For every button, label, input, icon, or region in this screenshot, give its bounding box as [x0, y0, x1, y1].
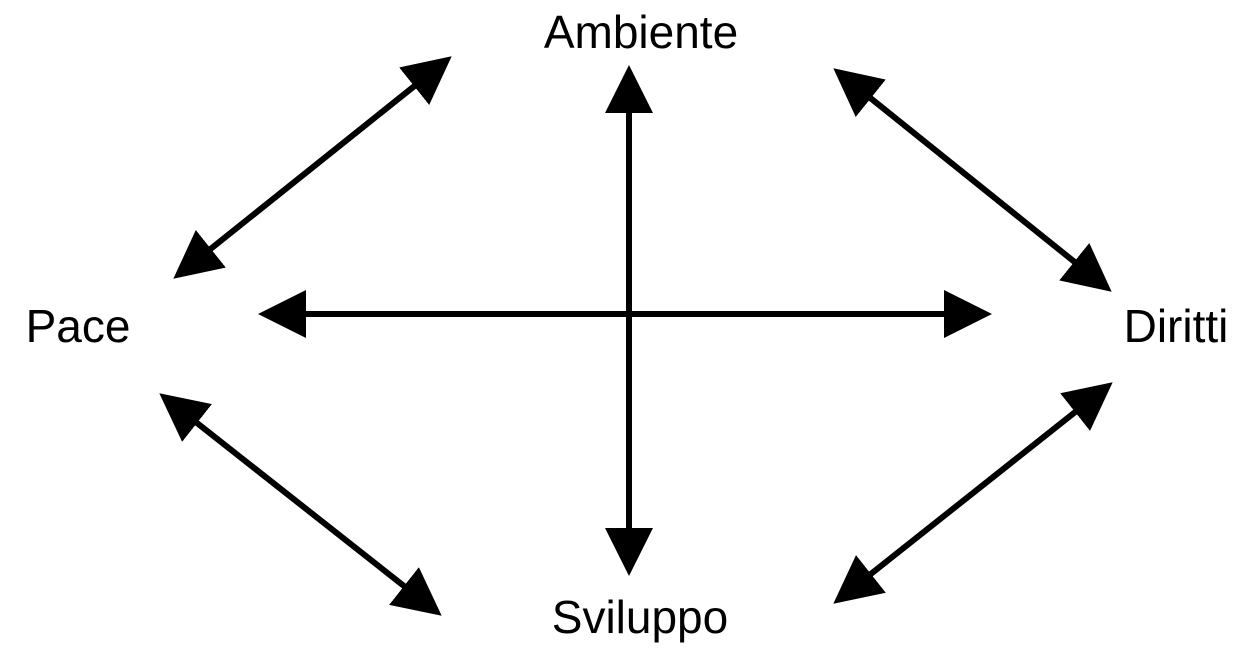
node-label-ambiente: Ambiente — [544, 6, 738, 58]
node-label-sviluppo: Sviluppo — [552, 591, 728, 643]
arrow-pace-sviluppo — [159, 393, 442, 616]
node-label-diritti: Diritti — [1124, 300, 1229, 352]
arrow-sviluppo-diritti — [833, 382, 1113, 604]
arrow-pace-ambiente — [173, 56, 452, 279]
arrow-ambiente-diritti — [833, 68, 1112, 292]
node-label-pace: Pace — [26, 300, 131, 352]
